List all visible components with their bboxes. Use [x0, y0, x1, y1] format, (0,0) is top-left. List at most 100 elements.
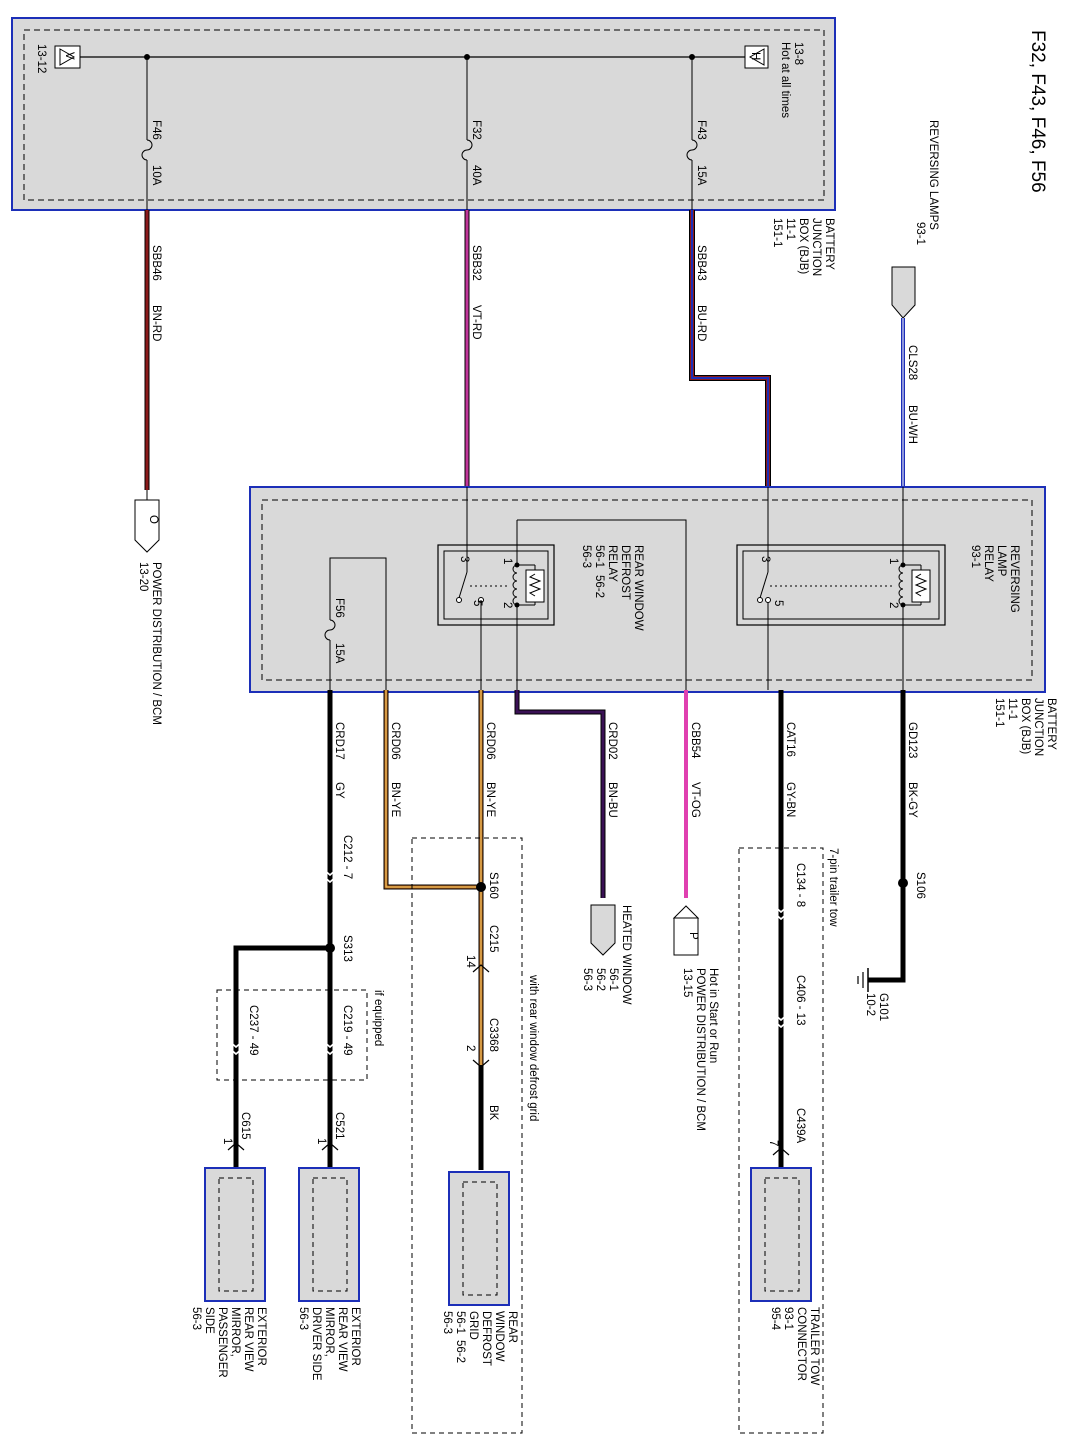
- svg-text:C219 - 49: C219 - 49: [341, 1005, 353, 1056]
- ground-g101: G101 10-2: [857, 968, 889, 1021]
- svg-text:G101: G101: [877, 993, 889, 1021]
- svg-text:DEFROST: DEFROST: [619, 545, 631, 600]
- svg-text:SBB32: SBB32: [470, 245, 482, 281]
- fuse-f32-rating: 40A: [470, 165, 482, 186]
- svg-text:11-1: 11-1: [784, 218, 796, 240]
- svg-text:DRIVER SIDE: DRIVER SIDE: [310, 1307, 322, 1381]
- bjb-top-label: BATTERY JUNCTION BOX (BJB) 11-1 151-1: [771, 218, 835, 276]
- connector-c134: C134 - 8: [772, 863, 806, 921]
- svg-text:TRAILER TOW: TRAILER TOW: [808, 1307, 820, 1385]
- bjb-top-box: [11, 17, 836, 211]
- svg-text:GRID: GRID: [467, 1311, 479, 1340]
- svg-text:CBB54: CBB54: [689, 722, 701, 759]
- svg-text:C439A: C439A: [794, 1108, 806, 1143]
- connector-c439a: C439A 7: [767, 1108, 806, 1156]
- svg-text:5: 5: [772, 600, 784, 606]
- mirror-passenger-component: EXTERIOR REAR VIEW MIRROR, PASSENGER SID…: [190, 1167, 267, 1378]
- wire-crd02: CRD02 BN-BU: [514, 690, 618, 898]
- rear-defrost-relay: 1 2 3 5 REAR WINDOW DEFROST RELAY 56-1 5…: [437, 487, 644, 690]
- svg-text:93-1: 93-1: [969, 545, 981, 568]
- svg-text:VT-RD: VT-RD: [470, 305, 482, 340]
- svg-text:PASSENGER: PASSENGER: [216, 1307, 228, 1378]
- svg-text:GY: GY: [333, 782, 345, 799]
- mirror-driver-component: EXTERIOR REAR VIEW MIRROR, DRIVER SIDE 5…: [297, 1167, 361, 1381]
- svg-text:13-20: 13-20: [137, 562, 149, 591]
- svg-text:REAR VIEW: REAR VIEW: [242, 1307, 254, 1372]
- connector-c237: C237 - 49: [227, 1005, 259, 1056]
- svg-text:CAT16: CAT16: [784, 722, 796, 757]
- svg-text:2: 2: [464, 1045, 476, 1051]
- svg-text:C615: C615: [239, 1112, 251, 1140]
- wire-sbb46: SBB46 BN-RD: [144, 210, 162, 490]
- bjb-bottom-inner: [261, 499, 1033, 681]
- svg-text:SIDE: SIDE: [203, 1307, 215, 1334]
- bjb-bottom-label: BATTERY JUNCTION BOX (BJB) 11-1 151-1: [993, 698, 1057, 756]
- svg-text:C237 - 49: C237 - 49: [247, 1005, 259, 1056]
- svg-text:56-1: 56-1: [607, 968, 619, 991]
- svg-text:56-1: 56-1: [454, 1311, 466, 1334]
- svg-text:56-3: 56-3: [581, 968, 593, 991]
- relay-feed-loop: [517, 519, 687, 690]
- svg-text:POWER DISTRIBUTION / BCM: POWER DISTRIBUTION / BCM: [694, 968, 706, 1131]
- svg-text:Hot in Start or Run: Hot in Start or Run: [707, 968, 719, 1063]
- fuse-f43-id: F43: [695, 120, 707, 140]
- fuse-f32-id: F32: [470, 120, 482, 140]
- fuse-f32: F32 40A: [461, 54, 482, 210]
- hot-note: Hot at all times: [779, 42, 791, 118]
- wire-cbb54: CBB54 VT-OG: [684, 690, 701, 898]
- svg-text:CLS28: CLS28: [906, 345, 918, 380]
- svg-text:BOX (BJB): BOX (BJB): [1019, 698, 1031, 754]
- svg-text:C215: C215: [487, 925, 499, 953]
- svg-text:CRD06: CRD06: [484, 722, 496, 760]
- svg-text:O: O: [147, 515, 159, 524]
- svg-text:S106: S106: [914, 872, 926, 899]
- trailer-option-box: [738, 847, 824, 1434]
- svg-text:SBB46: SBB46: [150, 245, 162, 281]
- bk-label: BK: [487, 1105, 499, 1121]
- svg-text:POWER DISTRIBUTION / BCM: POWER DISTRIBUTION / BCM: [150, 562, 162, 725]
- wire-sbb32: SBB32 VT-RD: [464, 210, 482, 487]
- svg-text:BU-WH: BU-WH: [906, 405, 918, 444]
- svg-text:BN-RD: BN-RD: [150, 305, 162, 341]
- svg-text:1: 1: [315, 1138, 327, 1144]
- svg-text:151-1: 151-1: [993, 698, 1005, 727]
- svg-text:RELAY: RELAY: [606, 545, 618, 582]
- wire-sbb43: SBB43 BU-RD: [689, 210, 771, 487]
- hot-ref: 13-8: [792, 42, 804, 65]
- svg-text:BK-GY: BK-GY: [906, 782, 918, 818]
- defrost-option-label: with rear window defrost grid: [527, 974, 539, 1121]
- svg-text:C3368: C3368: [487, 1018, 499, 1052]
- svg-text:3: 3: [759, 556, 771, 562]
- wire-crd06-left: CRD06 BN-YE: [383, 690, 481, 890]
- s313-label: S313: [341, 935, 353, 962]
- svg-text:BOX (BJB): BOX (BJB): [797, 218, 809, 274]
- wire-cls28: CLS28 BU-WH: [901, 318, 918, 487]
- svg-text:3: 3: [458, 556, 470, 562]
- svg-text:GY-BN: GY-BN: [784, 782, 796, 817]
- svg-text:DEFROST: DEFROST: [480, 1311, 492, 1366]
- svg-text:56-2: 56-2: [594, 968, 606, 991]
- svg-text:WINDOW: WINDOW: [493, 1311, 505, 1362]
- svg-text:CRD06: CRD06: [389, 722, 401, 760]
- svg-text:56-3: 56-3: [297, 1307, 309, 1330]
- fuse-f46-rating: 10A: [150, 165, 162, 186]
- svg-text:93-1: 93-1: [914, 222, 926, 245]
- svg-text:REAR: REAR: [506, 1311, 518, 1343]
- svg-text:BU-RD: BU-RD: [695, 305, 707, 341]
- s160-label: S160: [487, 872, 499, 899]
- left-ref: 13-12: [35, 44, 47, 73]
- svg-text:RELAY: RELAY: [982, 545, 994, 582]
- svg-text:BN-YE: BN-YE: [389, 782, 401, 817]
- bjb-top-inner: [23, 29, 825, 201]
- svg-text:1: 1: [501, 558, 513, 564]
- svg-text:C134 - 8: C134 - 8: [794, 863, 806, 907]
- svg-text:CRD02: CRD02: [606, 722, 618, 760]
- wire-crd17: CRD17 GY: [233, 690, 345, 1170]
- svg-text:7: 7: [767, 1140, 779, 1146]
- connector-c615: C615 1: [221, 1112, 251, 1151]
- svg-text:P: P: [687, 932, 699, 940]
- svg-text:EXTERIOR: EXTERIOR: [255, 1307, 267, 1366]
- connector-c212: C212 - 7: [321, 835, 353, 884]
- svg-text:56-1: 56-1: [593, 545, 605, 568]
